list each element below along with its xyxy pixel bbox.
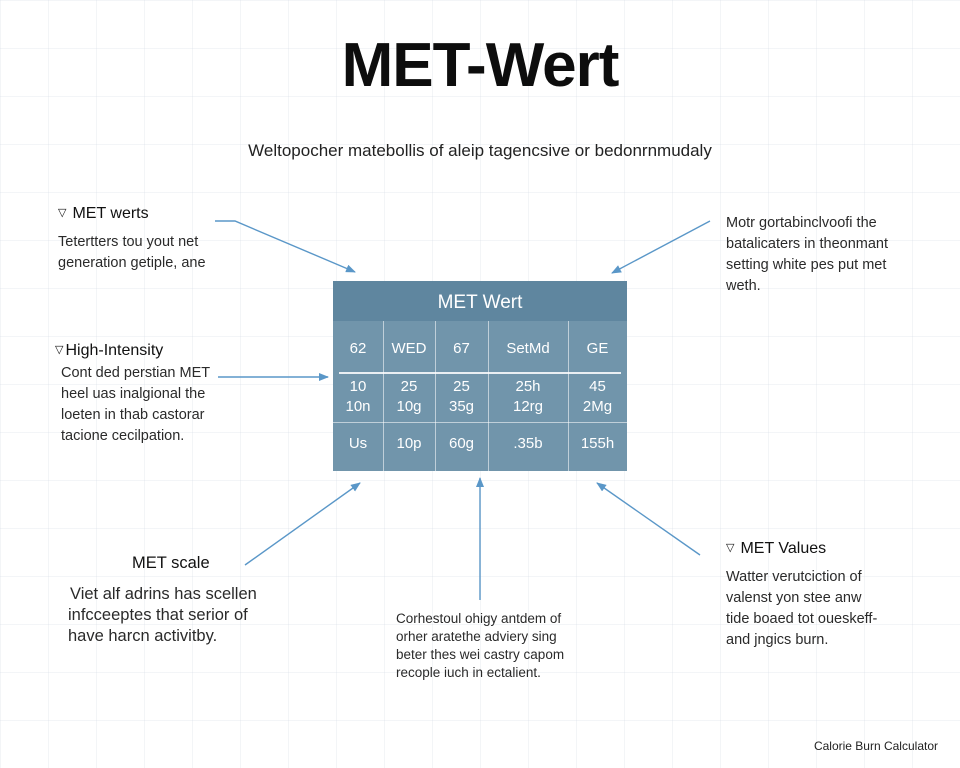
note-line: Motr gortabinclvoofi the: [726, 215, 877, 231]
note-line: Corhestoul ohigy antdem of: [396, 611, 562, 626]
arrow-bottom-left: [244, 482, 361, 566]
note-line: recople iuch in ectalient.: [396, 665, 541, 680]
table-header-cell: SetMd: [506, 340, 550, 357]
column-divider: [383, 321, 384, 471]
note-top-left: ▽ MET werts Tetertters tou yout net gener…: [58, 203, 206, 274]
note-mid-left: ▽High-Intensity Cont ded perstian MET he…: [55, 340, 210, 447]
row-divider: [333, 422, 627, 423]
table-cell: Us: [348, 435, 368, 452]
arrow-bottom-right: [596, 482, 701, 556]
triangle-down-icon: ▽: [726, 542, 735, 554]
page-subtitle: Weltopocher matebollis of aleip tagencsi…: [248, 141, 712, 160]
table-cell: 60g: [448, 435, 475, 452]
note-bottom-center: Corhestoul ohigy antdem of orher arateth…: [396, 610, 564, 682]
page-title: MET-Wert: [341, 31, 620, 100]
note-line: tide boaed tot oueskeff-: [726, 611, 878, 627]
column-divider: [488, 321, 489, 471]
table-cell: 155h: [580, 435, 615, 452]
table-header-cell: GE: [586, 340, 609, 357]
note-heading: MET Values: [740, 540, 827, 557]
column-divider: [435, 321, 436, 471]
note-line: loeten in thab castorar: [61, 407, 205, 423]
footer-credit: Calorie Burn Calculator: [813, 739, 938, 753]
table-cell: 10p: [396, 435, 422, 452]
note-bottom-left: MET scale Viet alf adrins has scellen in…: [68, 553, 257, 647]
note-line: Cont ded perstian MET: [61, 365, 211, 381]
table-header-cell: 67: [453, 340, 470, 357]
note-line: infcceeptes that serior of: [68, 606, 248, 624]
note-line: valenst yon stee anw: [726, 590, 862, 606]
table-title: MET Wert: [333, 281, 627, 321]
arrow-top-left: [215, 220, 356, 273]
note-line: beter thes wei castry capom: [396, 647, 565, 662]
triangle-down-icon: ▽: [58, 207, 67, 219]
column-divider: [568, 321, 569, 471]
row-divider: [339, 372, 621, 374]
note-line: tacione cecilpation.: [61, 428, 185, 444]
note-line: have harcn activitby.: [68, 627, 218, 645]
table-header-cell: WED: [391, 340, 427, 357]
note-line: Watter verutciction of: [726, 569, 862, 585]
note-line: Viet alf adrins has scellen: [70, 585, 257, 603]
note-heading: High-Intensity: [65, 342, 164, 359]
table-cell: .35b: [513, 435, 543, 452]
note-top-right: Motr gortabinclvoofi the batalicaters in…: [726, 213, 888, 297]
note-line: Tetertters tou yout net: [58, 234, 199, 250]
note-heading: MET werts: [72, 205, 149, 222]
note-line: weth.: [726, 278, 761, 294]
note-line: and jngics burn.: [726, 632, 829, 648]
note-line: orher aratethe adviery sing: [396, 629, 557, 644]
note-bottom-right: ▽ MET Values Watter verutciction of valen…: [726, 538, 877, 651]
triangle-down-icon: ▽: [55, 344, 64, 356]
arrow-top-right: [611, 220, 711, 274]
note-line: batalicaters in theonmant: [726, 236, 889, 252]
table-header-cell: 62: [349, 340, 367, 357]
note-heading: MET scale: [132, 554, 210, 572]
note-line: generation getiple, ane: [58, 255, 206, 271]
note-line: setting white pes put met: [726, 257, 887, 273]
note-line: heel uas inalgional the: [61, 386, 206, 402]
